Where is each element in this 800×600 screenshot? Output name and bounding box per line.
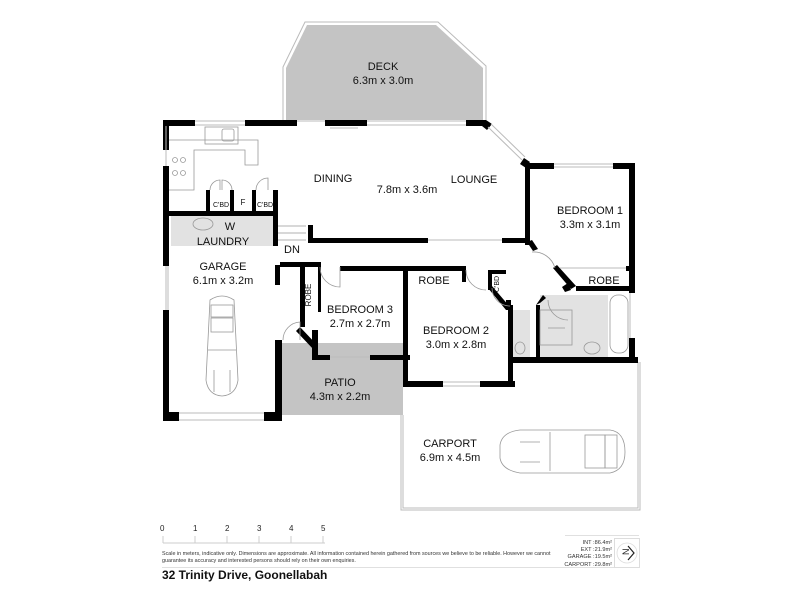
garage-car-icon [205,295,239,397]
scale-tick-5: 5 [321,524,326,533]
living-size: 7.8m x 3.6m [377,184,438,196]
bedroom3-size: 2.7m x 2.7m [330,318,391,330]
area-carport: CARPORT :29.8m² [564,561,612,568]
cbd-bed2-label: C'BD [494,276,501,292]
robe-bed3-label: ROBE [304,284,313,307]
north-arrow-icon: N [616,542,638,564]
area-summary: INT :86.4m² EXT :21.9m² GARAGE :19.5m² C… [548,540,612,569]
fridge-label: F [241,198,246,207]
area-int: INT :86.4m² [582,540,612,546]
svg-text:N: N [621,549,631,556]
bedroom2-label: BEDROOM 2 [423,325,489,337]
stairs-down-label: DN [284,244,300,256]
scale-tick-4: 4 [289,524,294,533]
washer-label: W [225,221,236,233]
carport-outline [402,362,639,509]
bedroom3-label: BEDROOM 3 [327,304,393,316]
scale-tick-2: 2 [225,524,230,533]
cbd-label-2: C'BD [257,202,273,209]
patio-size: 4.3m x 2.2m [310,391,371,403]
disclaimer-text: Scale in meters, indicative only. Dimens… [162,551,551,564]
carport-label: CARPORT [423,438,477,450]
carport-size: 6.9m x 4.5m [420,452,481,464]
scale-tick-1: 1 [193,524,198,533]
laundry-label: LAUNDRY [197,236,250,248]
lounge-label: LOUNGE [451,174,497,186]
garage-label: GARAGE [199,261,246,273]
robe-bed2-label: ROBE [418,275,449,287]
laundry-area [171,216,274,246]
scale-bar: 0 1 2 3 4 5 [160,524,326,544]
area-ext: EXT :21.9m² [580,547,612,554]
north-compass: N [614,538,640,568]
bedroom2-size: 3.0m x 2.8m [426,339,487,351]
dining-label: DINING [314,173,353,185]
deck-area [286,25,483,120]
bedroom1-size: 3.3m x 3.1m [560,219,621,231]
deck-size: 6.3m x 3.0m [353,75,414,87]
footer-divider-top [565,535,639,536]
cbd-label-1: C'BD [213,202,229,209]
area-garage: GARAGE :19.5m² [567,554,612,561]
patio-label: PATIO [324,377,356,389]
property-address: 32 Trinity Drive, Goonellabah [162,568,328,582]
scale-tick-0: 0 [160,524,165,533]
deck-label: DECK [368,61,399,73]
carport-car-icon [499,429,626,474]
garage-size: 6.1m x 3.2m [193,275,254,287]
footer-divider [162,567,637,568]
robe-bed1-label: ROBE [588,275,619,287]
scale-tick-3: 3 [257,524,262,533]
bedroom1-label: BEDROOM 1 [557,205,623,217]
